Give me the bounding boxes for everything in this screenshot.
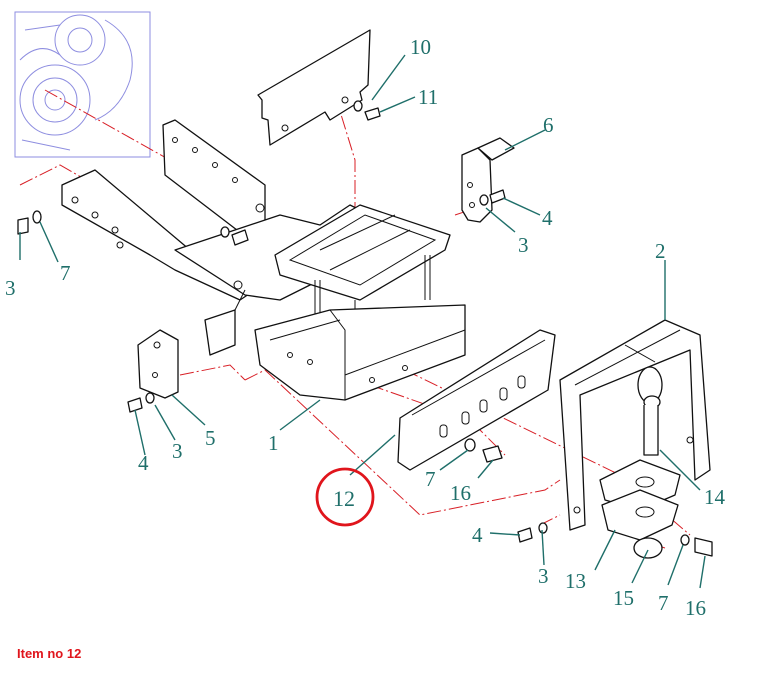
part-13-clevis (599, 459, 681, 541)
callout-4: 4 (472, 523, 483, 547)
callout-3: 3 (538, 564, 549, 588)
callout-7: 7 (425, 467, 436, 491)
exploded-parts-diagram: 10 11 6 4 3 2 7 3 5 4 3 1 12 7 16 14 4 3… (5, 11, 726, 620)
part-2-u-bracket (559, 319, 711, 531)
fasteners (17, 100, 713, 557)
callout-7: 7 (658, 591, 669, 615)
callout-16: 16 (450, 481, 471, 505)
callout-6: 6 (543, 113, 554, 137)
callout-10: 10 (410, 35, 431, 59)
callout-11: 11 (418, 85, 438, 109)
callout-1: 1 (268, 431, 279, 455)
callout-labels: 10 11 6 4 3 2 7 3 5 4 3 1 12 7 16 14 4 3… (5, 35, 726, 620)
callout-16: 16 (685, 596, 706, 620)
leader-lines (19, 54, 706, 589)
item-caption: Item no 12 (17, 646, 82, 661)
callout-3: 3 (5, 276, 16, 300)
ghost-engine-illustration (14, 11, 151, 158)
highlight-circle-item-12 (315, 467, 375, 527)
callout-4: 4 (138, 451, 149, 475)
callout-2: 2 (655, 239, 666, 263)
callout-7: 7 (60, 261, 71, 285)
part-5-bracket (137, 329, 179, 399)
part-10-plate (257, 29, 371, 146)
callout-4: 4 (542, 206, 553, 230)
part-14-lock-pin (637, 366, 663, 456)
part-1-main-frame (61, 119, 466, 401)
part-15-clip (633, 537, 663, 559)
callout-15: 15 (613, 586, 634, 610)
callout-12: 12 (333, 486, 355, 511)
callout-3: 3 (172, 439, 183, 463)
callout-14: 14 (704, 485, 726, 509)
callout-3: 3 (518, 233, 529, 257)
callout-13: 13 (565, 569, 586, 593)
part-12-front-bar (397, 329, 556, 471)
callout-5: 5 (205, 426, 216, 450)
